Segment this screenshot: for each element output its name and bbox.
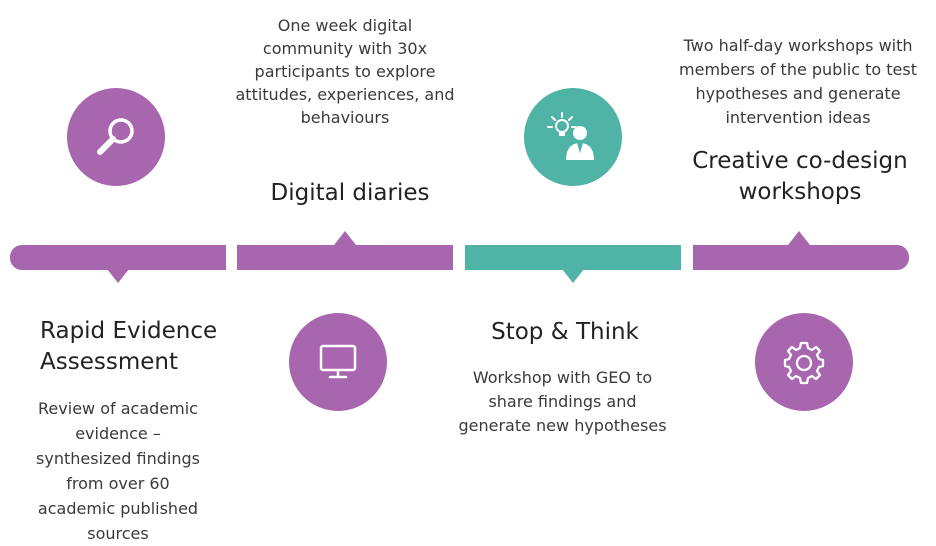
- stage-4-desc-line-4: intervention ideas: [725, 108, 871, 127]
- stage-4-title-line-1: Creative co-design: [692, 148, 908, 174]
- timeline-segment-3: [465, 245, 681, 270]
- stage-4-description: Two half-day workshops with members of t…: [660, 34, 936, 130]
- timeline-pointer-down-3: [562, 269, 584, 283]
- stage-1-desc-line-2: evidence –: [75, 424, 161, 443]
- stage-3-title: Stop & Think: [465, 317, 665, 348]
- magnifying-glass-icon: [97, 118, 134, 155]
- stage-4-title-line-2: workshops: [738, 179, 862, 205]
- stage-1-title-line-2: Assessment: [40, 349, 178, 375]
- stage-4-desc-line-2: members of the public to test: [679, 60, 917, 79]
- stage-3-description: Workshop with GEO to share findings and …: [430, 366, 695, 438]
- timeline-pointer-up-2: [334, 231, 356, 245]
- timeline-segment-4: [693, 245, 909, 270]
- stage-3-icon-circle: [524, 88, 622, 186]
- stage-2-desc-line-4: attitudes, experiences, and: [235, 85, 455, 104]
- stage-1-title: Rapid Evidence Assessment: [40, 316, 217, 378]
- stage-4-desc-line-1: Two half-day workshops with: [683, 36, 913, 55]
- stage-1-desc-line-4: from over 60: [66, 474, 170, 493]
- stage-1-desc-line-6: sources: [87, 524, 149, 543]
- stage-4-desc-line-3: hypotheses and generate: [695, 84, 901, 103]
- monitor-icon: [319, 344, 357, 379]
- stage-3-title-line-1: Stop & Think: [491, 319, 639, 345]
- stage-3-desc-line-3: generate new hypotheses: [458, 416, 667, 435]
- timeline-pointer-up-4: [788, 231, 810, 245]
- stage-4-icon-circle: [755, 313, 853, 411]
- stage-2-desc-line-2: community with 30x: [262, 39, 428, 58]
- timeline-segment-1: [10, 245, 226, 270]
- stage-1-description: Review of academic evidence – synthesize…: [10, 396, 226, 546]
- stage-2-description: One week digital community with 30x part…: [200, 14, 490, 129]
- person-lightbulb-icon: [547, 112, 594, 160]
- stage-1-title-line-1: Rapid Evidence: [40, 318, 218, 344]
- stage-2-icon-circle: [289, 313, 387, 411]
- timeline-pointer-down-1: [107, 269, 129, 283]
- stage-2-title: Digital diaries: [250, 178, 450, 209]
- stage-2-desc-line-5: behaviours: [300, 108, 390, 127]
- stage-1-desc-line-5: academic published: [37, 499, 199, 518]
- stage-3-desc-line-2: share findings and: [488, 392, 637, 411]
- stage-2-desc-line-3: participants to explore: [254, 62, 436, 81]
- stage-1-desc-line-1: Review of academic: [38, 399, 198, 418]
- timeline-segment-2: [237, 245, 453, 270]
- stage-3-desc-line-1: Workshop with GEO to: [472, 368, 653, 387]
- stage-2-desc-line-1: One week digital: [277, 16, 413, 35]
- stage-4-title: Creative co-design workshops: [680, 146, 920, 208]
- stage-1-desc-line-3: synthesized findings: [36, 449, 200, 468]
- gear-icon: [783, 341, 825, 385]
- stage-1-icon-circle: [67, 88, 165, 186]
- stage-2-title-line-1: Digital diaries: [270, 180, 430, 206]
